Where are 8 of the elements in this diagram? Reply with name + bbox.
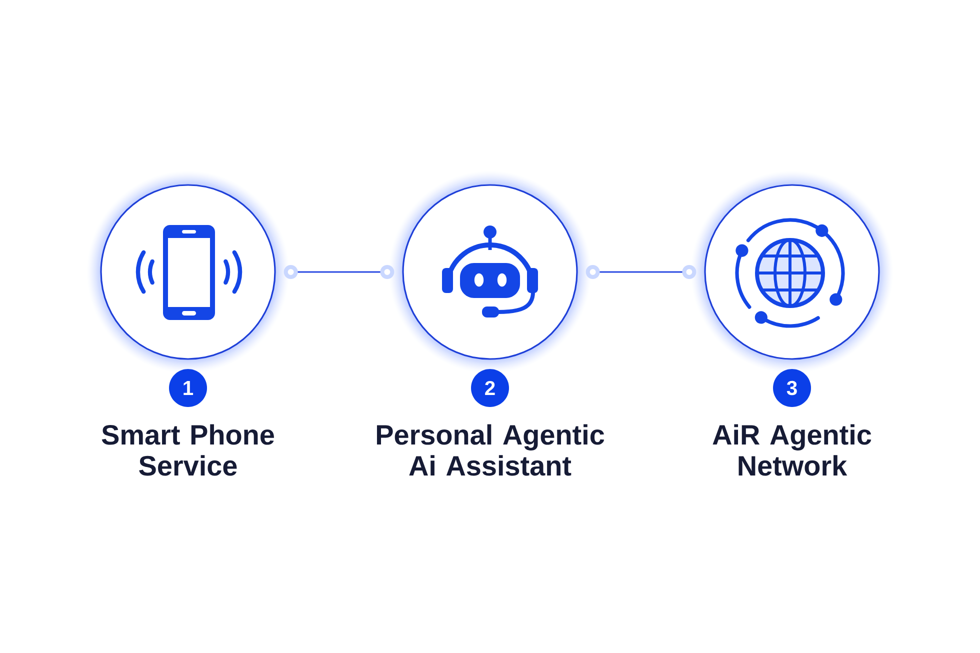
step-label: Smart Phone Service: [102, 424, 274, 476]
step-label: Personal Agentic Ai Assistant: [376, 424, 604, 476]
number-badge: 2: [471, 369, 509, 407]
connector-line: [284, 265, 394, 279]
number-badge: 3: [773, 369, 811, 407]
number-badge: 1: [169, 369, 207, 407]
step-label: AiR Agentic Network: [712, 424, 872, 476]
connector-line: [586, 265, 696, 279]
